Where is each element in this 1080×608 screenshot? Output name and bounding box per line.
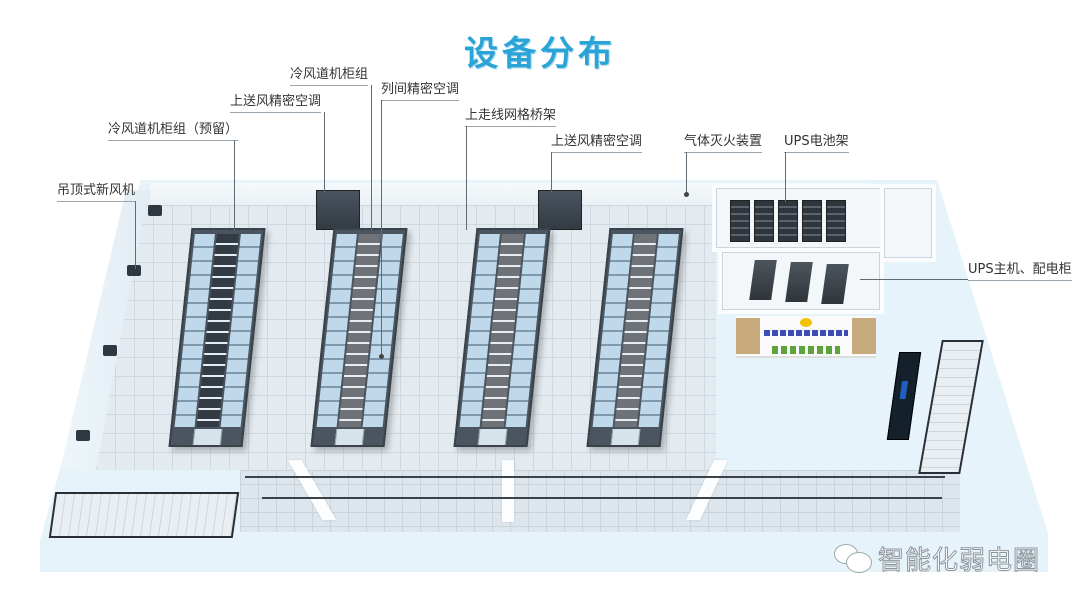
wechat-icon	[834, 543, 872, 574]
label-ups-battery-rack: UPS电池架	[784, 134, 849, 153]
fire-suppression-icon	[684, 192, 689, 197]
lobby-sign	[736, 316, 876, 358]
label-gas-fire-suppression: 气体灭火装置	[684, 134, 763, 153]
leader-line	[785, 152, 786, 202]
leader-line	[860, 279, 968, 280]
battery-rack-icon	[730, 200, 750, 242]
leader-line	[686, 152, 687, 194]
label-inrow-ac: 列间精密空调	[381, 82, 460, 101]
leader-line	[324, 112, 325, 192]
front-wall	[50, 532, 1040, 570]
watermark-text: 智能化弱电圈	[877, 546, 1041, 577]
label-top-supply-ac-left: 上送风精密空调	[230, 94, 322, 113]
leader-line	[466, 126, 467, 230]
battery-rack-icon	[802, 200, 822, 242]
leader-line	[135, 201, 136, 269]
label-top-supply-ac-right: 上送风精密空调	[551, 134, 643, 153]
plant-decoration	[772, 346, 840, 354]
label-ceiling-fresh-air: 吊顶式新风机	[57, 183, 136, 202]
partition-wall	[502, 460, 514, 522]
page-title: 设备分布	[464, 34, 616, 74]
precision-ac-unit	[538, 190, 582, 230]
leader-line	[381, 100, 382, 356]
fresh-air-unit-icon	[76, 430, 90, 441]
cable-rail	[262, 497, 942, 499]
label-cold-aisle-cabinets: 冷风道机柜组	[290, 67, 369, 86]
battery-rack-icon	[826, 200, 846, 242]
watermark: 智能化弱电圈	[834, 540, 1040, 577]
side-room	[880, 184, 936, 262]
leader-line	[234, 140, 235, 230]
battery-rack-icon	[754, 200, 774, 242]
corridor-floor	[240, 470, 960, 532]
precision-ac-unit	[316, 190, 360, 230]
cable-rail	[245, 476, 945, 478]
fresh-air-unit-icon	[103, 345, 117, 356]
battery-rack-icon	[778, 200, 798, 242]
leader-line	[371, 85, 372, 230]
fresh-air-unit-icon	[127, 265, 141, 276]
logo-icon	[800, 318, 812, 327]
leader-dot	[379, 354, 384, 359]
fresh-air-unit-icon	[148, 205, 162, 216]
leader-line	[551, 152, 552, 192]
label-ups-host-distribution: UPS主机、配电柜	[968, 262, 1072, 281]
label-overhead-cable-tray: 上走线网格桥架	[465, 108, 557, 127]
stairwell-left	[48, 492, 240, 538]
label-cold-aisle-reserved: 冷风道机柜组（预留）	[108, 122, 239, 141]
